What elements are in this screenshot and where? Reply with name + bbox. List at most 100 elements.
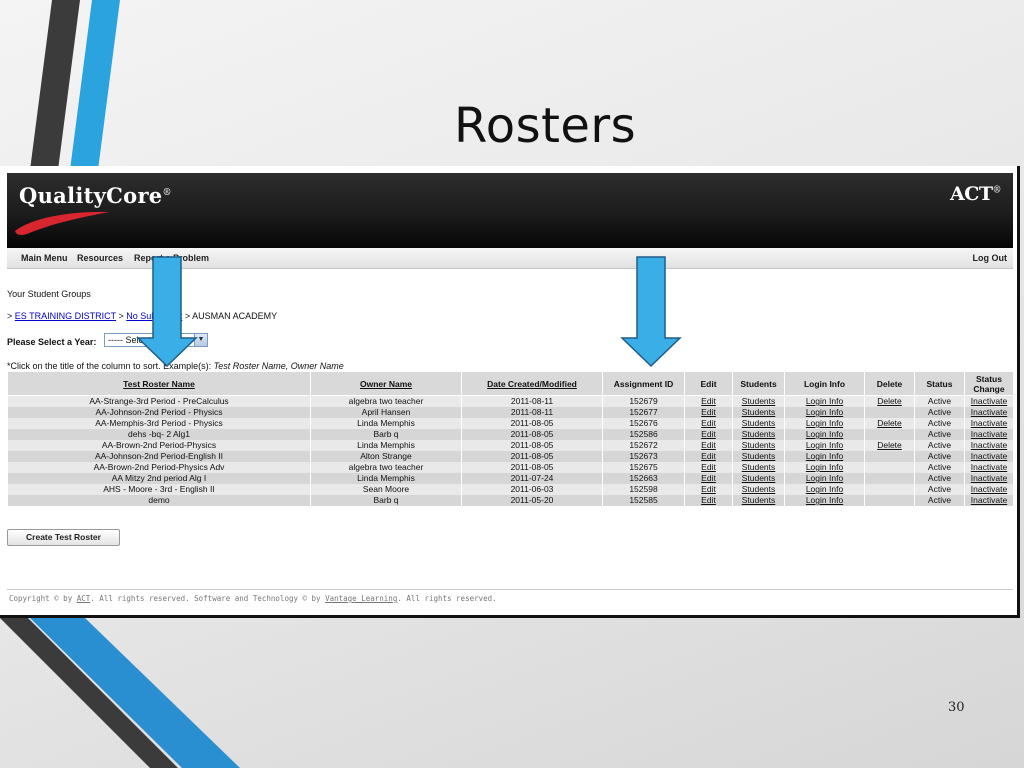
inactivate-link[interactable]: Inactivate [964, 418, 1014, 429]
inactivate-link[interactable]: Inactivate [964, 462, 1014, 473]
cell-owner-name: algebra two teacher [310, 395, 462, 407]
inactivate-link[interactable]: Inactivate [964, 451, 1014, 462]
cell-assignment-id: 152673 [602, 451, 685, 462]
cell-assignment-id: 152672 [602, 440, 685, 451]
inactivate-link[interactable]: Inactivate [964, 473, 1014, 484]
cell-status: Active [914, 462, 965, 473]
callout-down-arrow-icon [620, 256, 682, 368]
col-header-edit: Edit [684, 371, 733, 396]
delete-link[interactable]: Delete [864, 395, 915, 407]
cell-date: 2011-05-20 [461, 495, 603, 506]
login-info-link[interactable]: Login Info [784, 473, 865, 484]
students-link[interactable]: Students [732, 407, 785, 418]
cell-date: 2011-06-03 [461, 484, 603, 495]
edit-link[interactable]: Edit [684, 462, 733, 473]
edit-link[interactable]: Edit [684, 473, 733, 484]
qualitycore-registered-mark: ® [162, 188, 172, 198]
inactivate-link[interactable]: Inactivate [964, 395, 1014, 407]
students-link[interactable]: Students [732, 395, 785, 407]
login-info-link[interactable]: Login Info [784, 495, 865, 506]
col-header-owner-name[interactable]: Owner Name [310, 371, 462, 396]
login-info-link[interactable]: Login Info [784, 484, 865, 495]
cell-owner-name: Linda Memphis [310, 440, 462, 451]
cell-status: Active [914, 495, 965, 506]
vantage-footer-link[interactable]: Vantage Learning [325, 594, 398, 603]
delete-link [864, 484, 915, 495]
edit-link[interactable]: Edit [684, 484, 733, 495]
students-link[interactable]: Students [732, 484, 785, 495]
inactivate-link[interactable]: Inactivate [964, 407, 1014, 418]
students-link[interactable]: Students [732, 462, 785, 473]
breadcrumb-separator: > [184, 311, 191, 321]
cell-roster-name: AA Mitzy 2nd period Alg I [7, 473, 311, 484]
year-select-value: ----- Select ----- [108, 335, 168, 345]
act-footer-link[interactable]: ACT [76, 594, 91, 603]
students-link[interactable]: Students [732, 495, 785, 506]
col-header-login-info: Login Info [784, 371, 865, 396]
students-link[interactable]: Students [732, 440, 785, 451]
inactivate-link[interactable]: Inactivate [964, 429, 1014, 440]
inactivate-link[interactable]: Inactivate [964, 495, 1014, 506]
app-header: QualityCore® ACT® [7, 173, 1013, 248]
login-info-link[interactable]: Login Info [784, 407, 865, 418]
act-registered-mark: ® [992, 185, 1002, 196]
edit-link[interactable]: Edit [684, 395, 733, 407]
create-test-roster-button[interactable]: Create Test Roster [7, 529, 120, 546]
edit-link[interactable]: Edit [684, 429, 733, 440]
slide-bottom-stripes [0, 618, 240, 768]
students-link[interactable]: Students [732, 429, 785, 440]
copyright-suffix: . All rights reserved. [397, 594, 497, 603]
cell-roster-name: dehs -bq- 2 Alg1 [7, 429, 311, 440]
login-info-link[interactable]: Login Info [784, 440, 865, 451]
cell-assignment-id: 152663 [602, 473, 685, 484]
qualitycore-logo[interactable]: QualityCore® [19, 183, 172, 208]
edit-link[interactable]: Edit [684, 418, 733, 429]
cell-owner-name: Barb q [310, 429, 462, 440]
delete-link [864, 495, 915, 506]
act-logo[interactable]: ACT® [950, 183, 1001, 205]
breadcrumb-separator: > [7, 311, 13, 321]
cell-date: 2011-08-05 [461, 429, 603, 440]
inactivate-link[interactable]: Inactivate [964, 484, 1014, 495]
edit-link[interactable]: Edit [684, 495, 733, 506]
breadcrumb-district-link[interactable]: ES TRAINING DISTRICT [14, 311, 116, 321]
logout-link[interactable]: Log Out [972, 253, 1008, 263]
edit-link[interactable]: Edit [684, 407, 733, 418]
login-info-link[interactable]: Login Info [784, 462, 865, 473]
delete-link[interactable]: Delete [864, 418, 915, 429]
nav-resources[interactable]: Resources [77, 253, 124, 263]
col-header-date-created[interactable]: Date Created/Modified [461, 371, 603, 396]
login-info-link[interactable]: Login Info [784, 429, 865, 440]
students-link[interactable]: Students [732, 418, 785, 429]
slide-top-stripes [30, 0, 120, 170]
login-info-link[interactable]: Login Info [784, 395, 865, 407]
cell-assignment-id: 152676 [602, 418, 685, 429]
cell-status: Active [914, 484, 965, 495]
cell-roster-name: AHS - Moore - 3rd - English II [7, 484, 311, 495]
footer-divider [7, 589, 1013, 590]
cell-owner-name: Alton Strange [310, 451, 462, 462]
edit-link[interactable]: Edit [684, 451, 733, 462]
students-link[interactable]: Students [732, 473, 785, 484]
edit-link[interactable]: Edit [684, 440, 733, 451]
cell-date: 2011-08-05 [461, 462, 603, 473]
delete-link [864, 473, 915, 484]
cell-status: Active [914, 429, 965, 440]
table-header-row: Test Roster Name Owner Name Date Created… [7, 371, 1014, 396]
cell-assignment-id: 152675 [602, 462, 685, 473]
nav-main-menu[interactable]: Main Menu [21, 253, 68, 263]
qualitycore-swoosh-icon [15, 211, 109, 235]
copyright-prefix: Copyright © by [9, 594, 77, 603]
delete-link[interactable]: Delete [864, 440, 915, 451]
login-info-link[interactable]: Login Info [784, 451, 865, 462]
inactivate-link[interactable]: Inactivate [964, 440, 1014, 451]
login-info-link[interactable]: Login Info [784, 418, 865, 429]
main-nav: Main Menu Resources Report a Problem Log… [7, 248, 1013, 269]
students-link[interactable]: Students [732, 451, 785, 462]
col-header-test-roster-name[interactable]: Test Roster Name [7, 371, 311, 396]
